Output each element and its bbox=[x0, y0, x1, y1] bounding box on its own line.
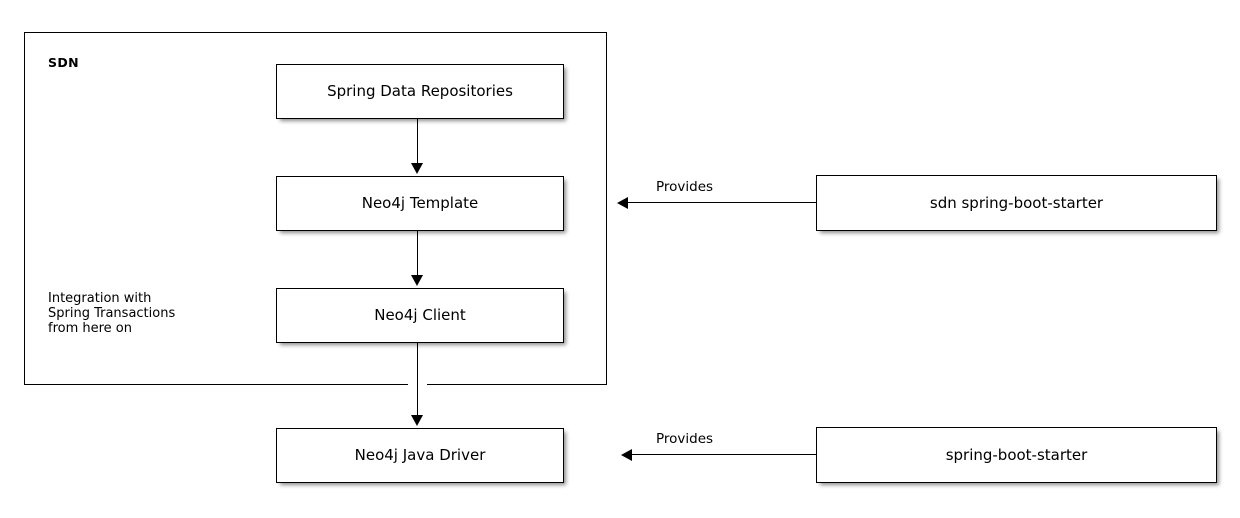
edge-label-provides-driver: Provides bbox=[654, 431, 716, 447]
arrow-down-icon bbox=[411, 415, 423, 426]
integration-note-text: Integration with Spring Transactions fro… bbox=[48, 291, 176, 337]
node-label: Neo4j Client bbox=[374, 306, 466, 325]
node-label: Neo4j Java Driver bbox=[354, 446, 486, 465]
edge-template-to-client bbox=[417, 231, 418, 277]
arrow-left-icon bbox=[621, 449, 632, 461]
sdn-group-label: SDN bbox=[48, 55, 80, 70]
edge-sdn-starter-to-template bbox=[628, 202, 816, 203]
node-sdn-spring-boot-starter[interactable]: sdn spring-boot-starter bbox=[816, 175, 1217, 231]
node-neo4j-java-driver[interactable]: Neo4j Java Driver bbox=[276, 428, 564, 483]
node-neo4j-template[interactable]: Neo4j Template bbox=[276, 176, 564, 231]
edge-client-to-driver bbox=[417, 343, 418, 417]
edge-starter-to-driver bbox=[632, 454, 816, 455]
node-spring-boot-starter[interactable]: spring-boot-starter bbox=[816, 427, 1217, 483]
arrow-down-icon bbox=[411, 163, 423, 174]
node-spring-data-repositories[interactable]: Spring Data Repositories bbox=[276, 64, 564, 119]
arrow-down-icon bbox=[411, 275, 423, 286]
node-label: spring-boot-starter bbox=[945, 445, 1088, 464]
node-neo4j-client[interactable]: Neo4j Client bbox=[276, 288, 564, 343]
node-label: sdn spring-boot-starter bbox=[929, 193, 1104, 212]
edge-repositories-to-template bbox=[417, 119, 418, 165]
node-label: Spring Data Repositories bbox=[327, 82, 513, 101]
node-label: Neo4j Template bbox=[361, 194, 479, 213]
arrow-left-icon bbox=[617, 197, 628, 209]
edge-label-provides-template: Provides bbox=[654, 179, 716, 195]
